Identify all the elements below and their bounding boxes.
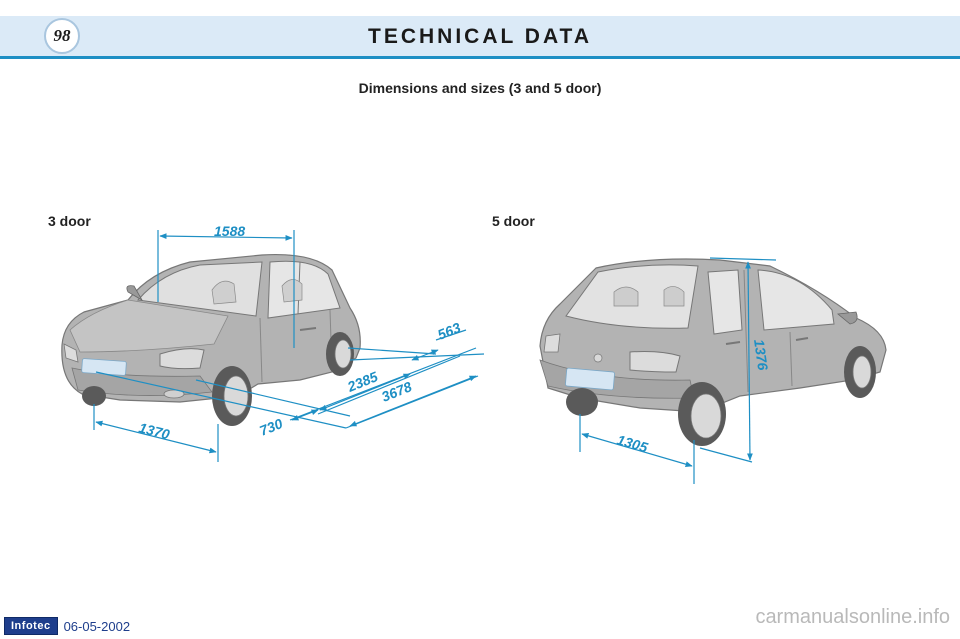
five-door-label: 5 door <box>492 213 535 229</box>
dim-1370: 1370 <box>137 419 171 442</box>
footer-date: 06-05-2002 <box>63 618 131 634</box>
dim-730: 730 <box>257 415 285 439</box>
three-door-car <box>61 253 361 426</box>
five-door-dimension-lines <box>579 257 777 484</box>
page-number-badge: 98 <box>44 18 80 54</box>
header-rule <box>0 56 960 59</box>
dim-1376: 1376 <box>751 338 771 371</box>
dim-1588: 1588 <box>214 223 245 239</box>
section-title: Dimensions and sizes (3 and 5 door) <box>358 80 602 96</box>
three-door-label: 3 door <box>48 213 91 229</box>
five-door-car <box>539 258 887 446</box>
watermark: carmanualsonline.info <box>755 606 950 628</box>
infotec-logo: Infotec <box>4 617 58 635</box>
header-band <box>0 16 960 56</box>
three-door-arrowheads <box>291 349 477 427</box>
page-title: TECHNICAL DATA <box>368 25 592 48</box>
dim-563: 563 <box>435 319 463 343</box>
footer: Infotec 06-05-2002 <box>4 617 130 635</box>
dim-1305: 1305 <box>615 432 650 456</box>
dim-3678: 3678 <box>379 378 414 405</box>
